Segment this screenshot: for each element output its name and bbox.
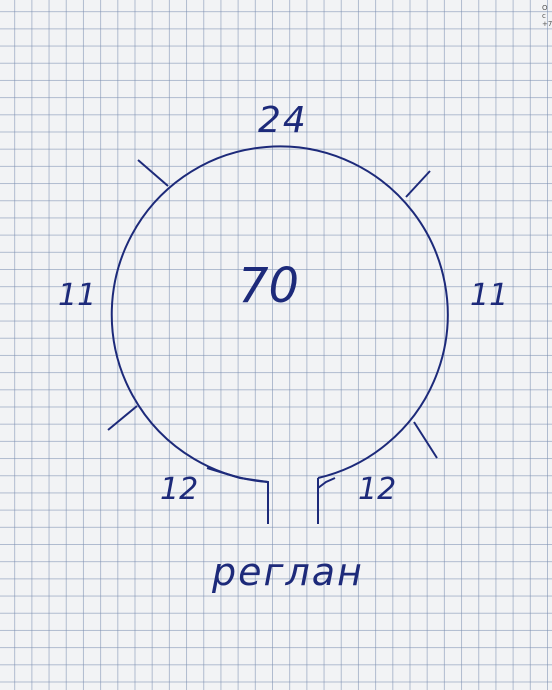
- right-section-label: 11: [470, 278, 509, 313]
- tick-top-right: [405, 170, 431, 198]
- bottom-left-section-label: 12: [160, 472, 199, 507]
- tick-top-left: [137, 159, 169, 187]
- opening-right-hook: [317, 477, 336, 489]
- total-stitches-label: 70: [238, 258, 300, 314]
- corner-text-fragment: О с +7: [542, 4, 552, 28]
- left-section-label: 11: [58, 278, 97, 313]
- neckline-circle: [110, 145, 449, 483]
- raglan-caption: реглан: [212, 550, 364, 594]
- bottom-right-section-label: 12: [358, 472, 397, 507]
- corner-text-line: +7: [542, 20, 552, 28]
- tick-bottom-right: [413, 421, 438, 459]
- top-section-label: 24: [258, 100, 308, 141]
- opening-left-line: [206, 467, 269, 524]
- corner-text-line: с: [542, 12, 546, 20]
- corner-text-line: О: [542, 4, 548, 12]
- tick-bottom-left: [107, 405, 138, 431]
